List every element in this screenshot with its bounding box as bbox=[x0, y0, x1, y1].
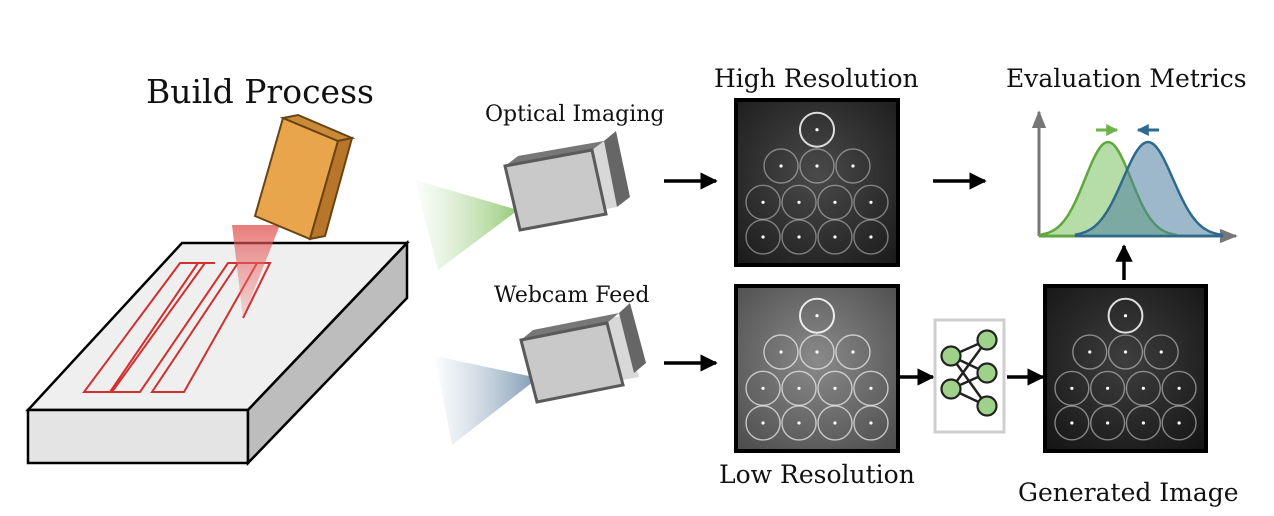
evaluation-metrics-plot bbox=[1031, 110, 1238, 244]
sample-center-dot bbox=[1177, 421, 1181, 425]
sample-center-dot bbox=[1141, 386, 1145, 390]
sample-center-dot bbox=[833, 200, 837, 204]
sample-ring bbox=[835, 148, 871, 184]
sample-ring bbox=[763, 334, 799, 370]
webcam-feed-label: Webcam Feed bbox=[494, 283, 650, 308]
sample-ring bbox=[745, 219, 781, 255]
sample-ring bbox=[853, 184, 889, 221]
sample-center-dot bbox=[815, 350, 819, 354]
sample-center-dot bbox=[815, 128, 819, 132]
sample-ring bbox=[799, 334, 835, 370]
sample-center-dot bbox=[1123, 314, 1128, 318]
sample-ring bbox=[1143, 334, 1179, 370]
sample-center-dot bbox=[779, 164, 783, 168]
sample-ring bbox=[817, 405, 853, 441]
sample-center-dot bbox=[1159, 350, 1163, 354]
scan-path bbox=[82, 262, 272, 393]
sample-ring bbox=[745, 405, 781, 441]
sample-ring bbox=[817, 219, 853, 255]
optical-imaging-cone bbox=[415, 180, 518, 270]
sample-center-dot bbox=[815, 164, 819, 168]
sample-center-dot bbox=[1106, 421, 1110, 425]
sample-ring bbox=[853, 219, 889, 255]
laser-head-icon bbox=[253, 113, 356, 241]
sample-ring bbox=[1107, 334, 1144, 370]
sample-ring bbox=[1090, 370, 1126, 406]
low-resolution-image bbox=[734, 284, 900, 453]
build-plate-side bbox=[246, 239, 409, 467]
generated-image-label: Generated Image bbox=[1018, 478, 1239, 507]
sample-ring bbox=[1161, 370, 1197, 406]
camera-icon bbox=[503, 131, 630, 232]
sample-center-dot bbox=[797, 235, 801, 239]
sample-ring bbox=[745, 184, 781, 221]
blue-distribution bbox=[1074, 140, 1224, 238]
sample-center-dot bbox=[869, 235, 873, 239]
generated-image bbox=[1043, 284, 1208, 453]
sample-center-dot bbox=[851, 350, 855, 354]
sample-center-dot bbox=[869, 386, 873, 390]
sample-ring bbox=[853, 405, 889, 441]
sample-ring bbox=[798, 297, 836, 334]
sample-center-dot bbox=[869, 421, 873, 425]
sample-center-dot bbox=[1070, 386, 1074, 390]
sample-center-dot bbox=[833, 386, 837, 390]
sample-center-dot bbox=[761, 421, 765, 425]
low-resolution-label: Low Resolution bbox=[719, 460, 915, 489]
sample-center-dot bbox=[869, 200, 873, 204]
neural-network-icon bbox=[933, 318, 1006, 434]
sample-center-dot bbox=[851, 164, 855, 168]
sample-ring bbox=[1161, 405, 1197, 441]
sample-center-dot bbox=[815, 314, 819, 318]
sample-ring bbox=[817, 184, 853, 221]
sample-ring bbox=[1054, 405, 1090, 441]
sample-center-dot bbox=[761, 200, 765, 204]
sample-ring bbox=[1090, 405, 1126, 441]
sample-center-dot bbox=[1177, 386, 1181, 390]
sample-center-dot bbox=[761, 235, 765, 239]
sample-ring bbox=[798, 111, 836, 148]
high-resolution-label: High Resolution bbox=[714, 64, 919, 93]
build-plate bbox=[25, 239, 410, 467]
laser-beam bbox=[232, 225, 280, 318]
flow-arrows bbox=[664, 172, 1133, 386]
sample-center-dot bbox=[797, 421, 801, 425]
build-process-label: Build Process bbox=[146, 72, 374, 111]
sample-center-dot bbox=[797, 386, 801, 390]
sample-center-dot bbox=[833, 235, 837, 239]
sample-ring bbox=[781, 405, 817, 441]
sample-center-dot bbox=[779, 350, 783, 354]
sample-ring bbox=[763, 148, 799, 184]
high-resolution-image bbox=[734, 98, 900, 267]
sample-center-dot bbox=[1123, 350, 1128, 354]
sample-ring bbox=[799, 148, 835, 184]
sample-ring bbox=[781, 219, 817, 255]
sample-center-dot bbox=[1141, 421, 1145, 425]
sample-ring bbox=[781, 184, 817, 221]
evaluation-metrics-label: Evaluation Metrics bbox=[1006, 64, 1247, 93]
webcam-icon bbox=[519, 303, 646, 404]
sample-center-dot bbox=[833, 421, 837, 425]
optical-imaging-label: Optical Imaging bbox=[485, 102, 665, 127]
sample-ring bbox=[835, 334, 871, 370]
sample-center-dot bbox=[797, 200, 801, 204]
webcam-cone bbox=[435, 356, 538, 445]
build-plate-front bbox=[26, 408, 250, 465]
sample-ring bbox=[1107, 297, 1144, 334]
sample-center-dot bbox=[761, 386, 765, 390]
sample-ring bbox=[1125, 370, 1161, 406]
sample-center-dot bbox=[1106, 386, 1110, 390]
sample-ring bbox=[1072, 334, 1108, 370]
sample-center-dot bbox=[1070, 421, 1074, 425]
sample-center-dot bbox=[1088, 350, 1092, 354]
sample-ring bbox=[1125, 405, 1161, 441]
sample-ring bbox=[1054, 370, 1090, 406]
